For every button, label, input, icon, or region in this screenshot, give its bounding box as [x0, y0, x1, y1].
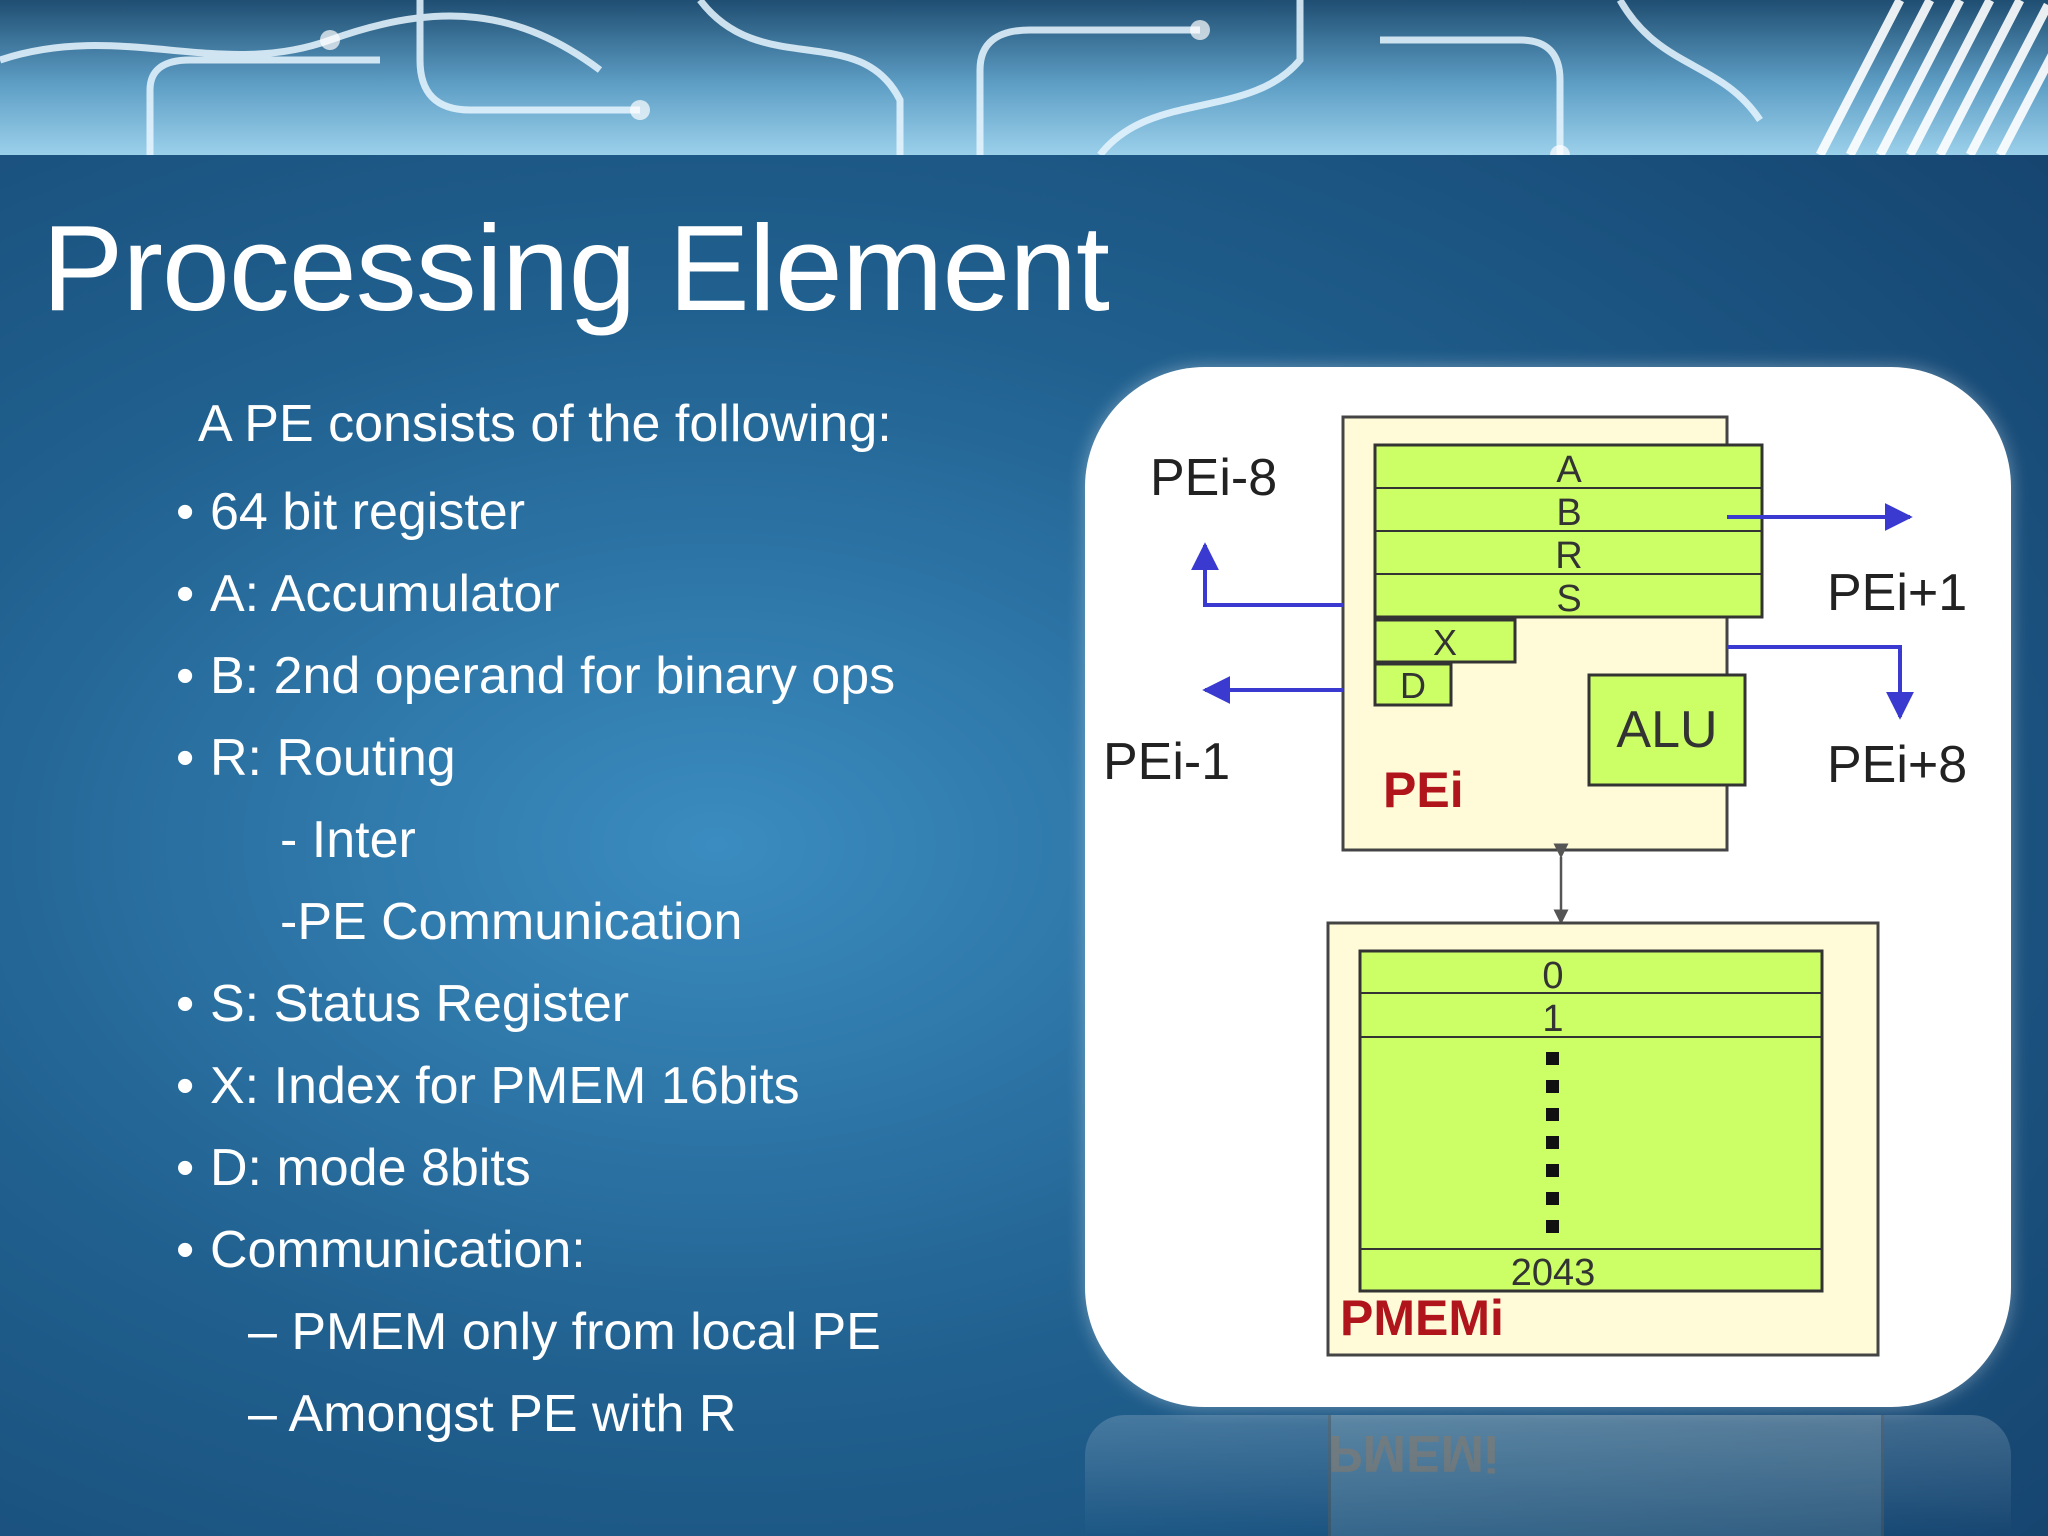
list-subitem: - Inter	[280, 811, 416, 869]
list-item: B: 2nd operand for binary ops	[176, 646, 895, 706]
circuit-pattern	[0, 0, 2048, 155]
neighbor-right-label: PEi+1	[1827, 564, 1967, 622]
list-subitem: – Amongst PE with R	[248, 1385, 737, 1443]
arrow-up	[1191, 542, 1343, 607]
register-x-label: X	[1433, 622, 1457, 663]
pmem-label: PMEMi	[1340, 1290, 1504, 1346]
circuit-banner	[0, 0, 2048, 155]
pe-diagram-card: A B R S X D ALU PEi PEi-8 PEi-1 PEi+1 PE…	[1085, 367, 2011, 1407]
pmem-second-address: 1	[1542, 998, 1563, 1040]
list-item: X: Index for PMEM 16bits	[176, 1056, 800, 1116]
pmem-last-address: 2043	[1511, 1252, 1596, 1294]
pe-diagram: A B R S X D ALU PEi PEi-8 PEi-1 PEi+1 PE…	[1103, 415, 1967, 1357]
pmem-array	[1358, 949, 1824, 1293]
alu-box	[1587, 673, 1747, 787]
arrow-down	[1727, 645, 1914, 720]
list-item: Communication:	[176, 1220, 586, 1280]
alu-label: ALU	[1616, 701, 1717, 759]
register-d-label: D	[1400, 665, 1426, 706]
reflection-box	[1328, 1415, 1884, 1536]
neighbor-left-label: PEi-1	[1103, 733, 1230, 791]
pmem-ellipsis-dots	[1546, 1052, 1559, 1233]
reflection-label: PMEMi	[1328, 1424, 1499, 1482]
list-item: S: Status Register	[176, 974, 629, 1034]
neighbor-down-label: PEi+8	[1827, 736, 1967, 794]
register-b-label: B	[1556, 492, 1581, 534]
list-subitem: -PE Communication	[280, 893, 743, 951]
pmem-first-address: 0	[1542, 955, 1563, 997]
pe-label: PEi	[1383, 762, 1464, 818]
register-x	[1373, 618, 1517, 664]
slide-title: Processing Element	[42, 200, 1110, 336]
register-s-label: S	[1556, 578, 1581, 620]
diagram-reflection: PMEMi	[1085, 1415, 2011, 1536]
list-item: D: mode 8bits	[176, 1138, 531, 1198]
list-item: R: Routing	[176, 728, 456, 788]
register-d	[1373, 662, 1453, 707]
neighbor-up-label: PEi-8	[1150, 449, 1277, 507]
register-r-label: R	[1555, 535, 1582, 577]
list-item: A: Accumulator	[176, 564, 560, 624]
list-subitem: – PMEM only from local PE	[248, 1303, 881, 1361]
register-a-label: A	[1556, 449, 1582, 491]
list-item: 64 bit register	[176, 482, 525, 542]
intro-text: A PE consists of the following:	[198, 395, 892, 453]
